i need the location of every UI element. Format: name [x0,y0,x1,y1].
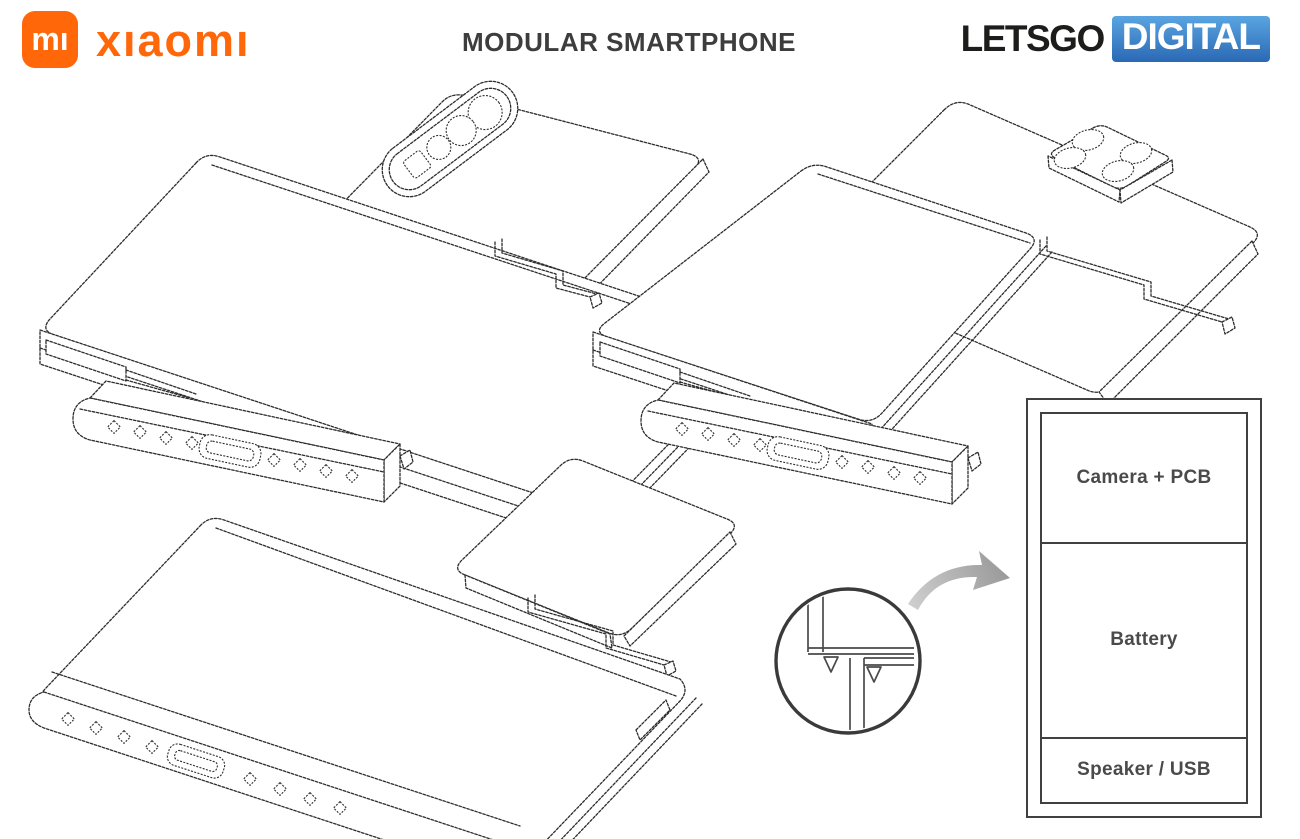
module-section-battery: Battery [1042,541,1246,739]
connector-step [494,238,603,309]
camera-lens-2 [1119,142,1153,164]
bottom-edge-face [28,691,493,839]
camera-lens-2 [445,115,477,147]
patent-figure-top-left [39,80,781,550]
module-section-label: Camera + PCB [1076,466,1212,488]
xiaomi-wordmark: xıaomı [96,15,251,66]
rail-slot [599,341,681,384]
page-title: MODULAR SMARTPHONE [462,27,796,57]
main-body-top-face [45,154,765,513]
letsgo-text: LETSGO [960,18,1106,59]
slide-module-bottom-face [464,574,613,649]
module-section-label: Battery [1110,629,1178,651]
patent-figure-bottom [28,458,737,839]
camera-flash [403,150,432,179]
module-section-label: Speaker / USB [1077,759,1211,781]
main-body-end-lines [877,245,1053,439]
main-body-rail-line [215,527,677,697]
rail-slot [45,339,127,382]
usb-port [166,743,226,779]
letsgodigital-logo: LETSGO DIGITAL [961,16,1270,62]
arrow-icon [908,551,1010,610]
screen-chin-line [51,671,521,827]
main-body-top-face [598,164,1035,422]
connector-step [527,594,677,677]
main-body-end-lines [560,697,703,839]
module-section-camera-pcb: Camera + PCB [1042,414,1246,542]
module-diagram-inner: Camera + PCB Battery Speaker / USB [1040,412,1248,804]
main-body [28,517,703,839]
mi-logo-glyph: mı [31,21,69,57]
rail-lines [125,369,197,399]
connector-step [1039,236,1236,335]
rail-cross-section [807,592,914,730]
rail-pointer-right [866,666,882,683]
camera-lens-4 [1101,160,1135,182]
camera-lens-3 [1053,147,1087,169]
main-body-rail-line [817,173,1031,244]
camera-lens-3 [426,134,452,160]
mi-logo-icon: mı [22,11,78,68]
module-section-speaker-usb: Speaker / USB [1042,739,1246,802]
digital-badge: DIGITAL [1111,16,1270,62]
patent-figure-top-right [592,101,1259,505]
camera-island [381,80,519,198]
camera-island [1047,125,1174,204]
camera-lens-1 [1071,129,1105,151]
rail-pointer-left [823,656,839,673]
module-diagram: Camera + PCB Battery Speaker / USB [1026,398,1262,818]
camera-lens-1 [467,94,503,131]
detail-circle [774,587,922,735]
rail-slot [635,699,671,741]
camera-module [315,80,710,307]
slide-module [457,458,737,649]
slide-module-side-face [623,531,737,647]
